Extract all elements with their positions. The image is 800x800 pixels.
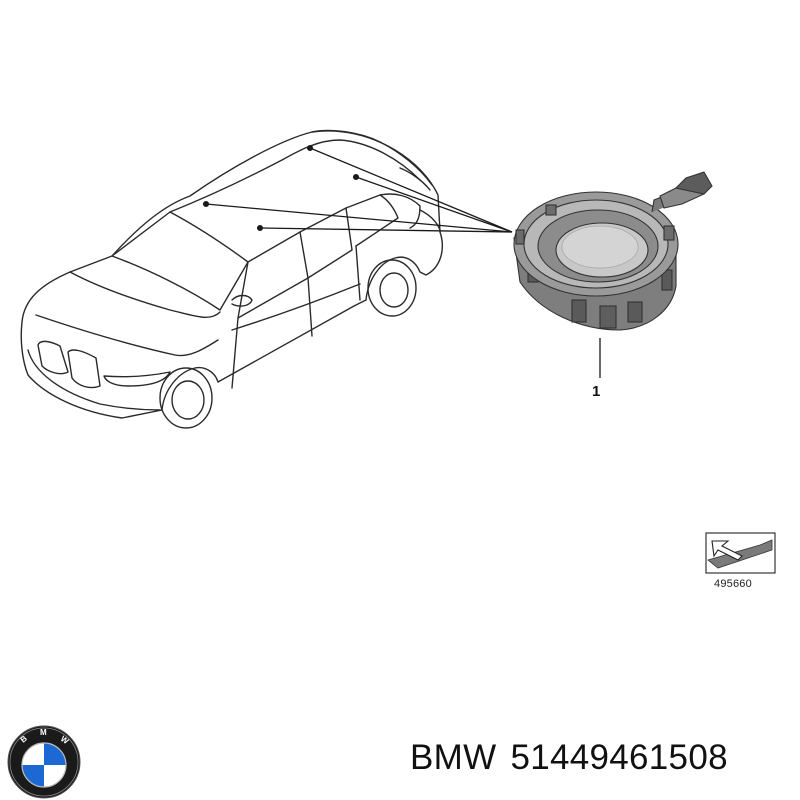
location-leader-lines [202,144,513,233]
footer-caption: BMW 51449461508 [410,738,728,778]
bmw-roundel-icon: B M W [7,725,81,799]
logo-lettering: B M W [19,728,71,746]
location-dot [256,224,264,232]
location-dot [352,173,360,181]
speaker-part-illustration [513,171,713,331]
svg-text:B: B [19,734,29,745]
arrow-icon [711,540,743,561]
reference-number: 495660 [714,578,752,590]
reference-arrow-box [705,532,776,574]
location-dot [306,144,314,152]
part-number: 51449461508 [510,738,728,777]
location-dot [202,200,210,208]
brand-name: BMW [410,738,497,777]
callout-number: 1 [592,383,601,400]
svg-text:M: M [40,728,47,737]
car-outline-illustration [20,129,444,429]
svg-text:W: W [59,734,71,746]
